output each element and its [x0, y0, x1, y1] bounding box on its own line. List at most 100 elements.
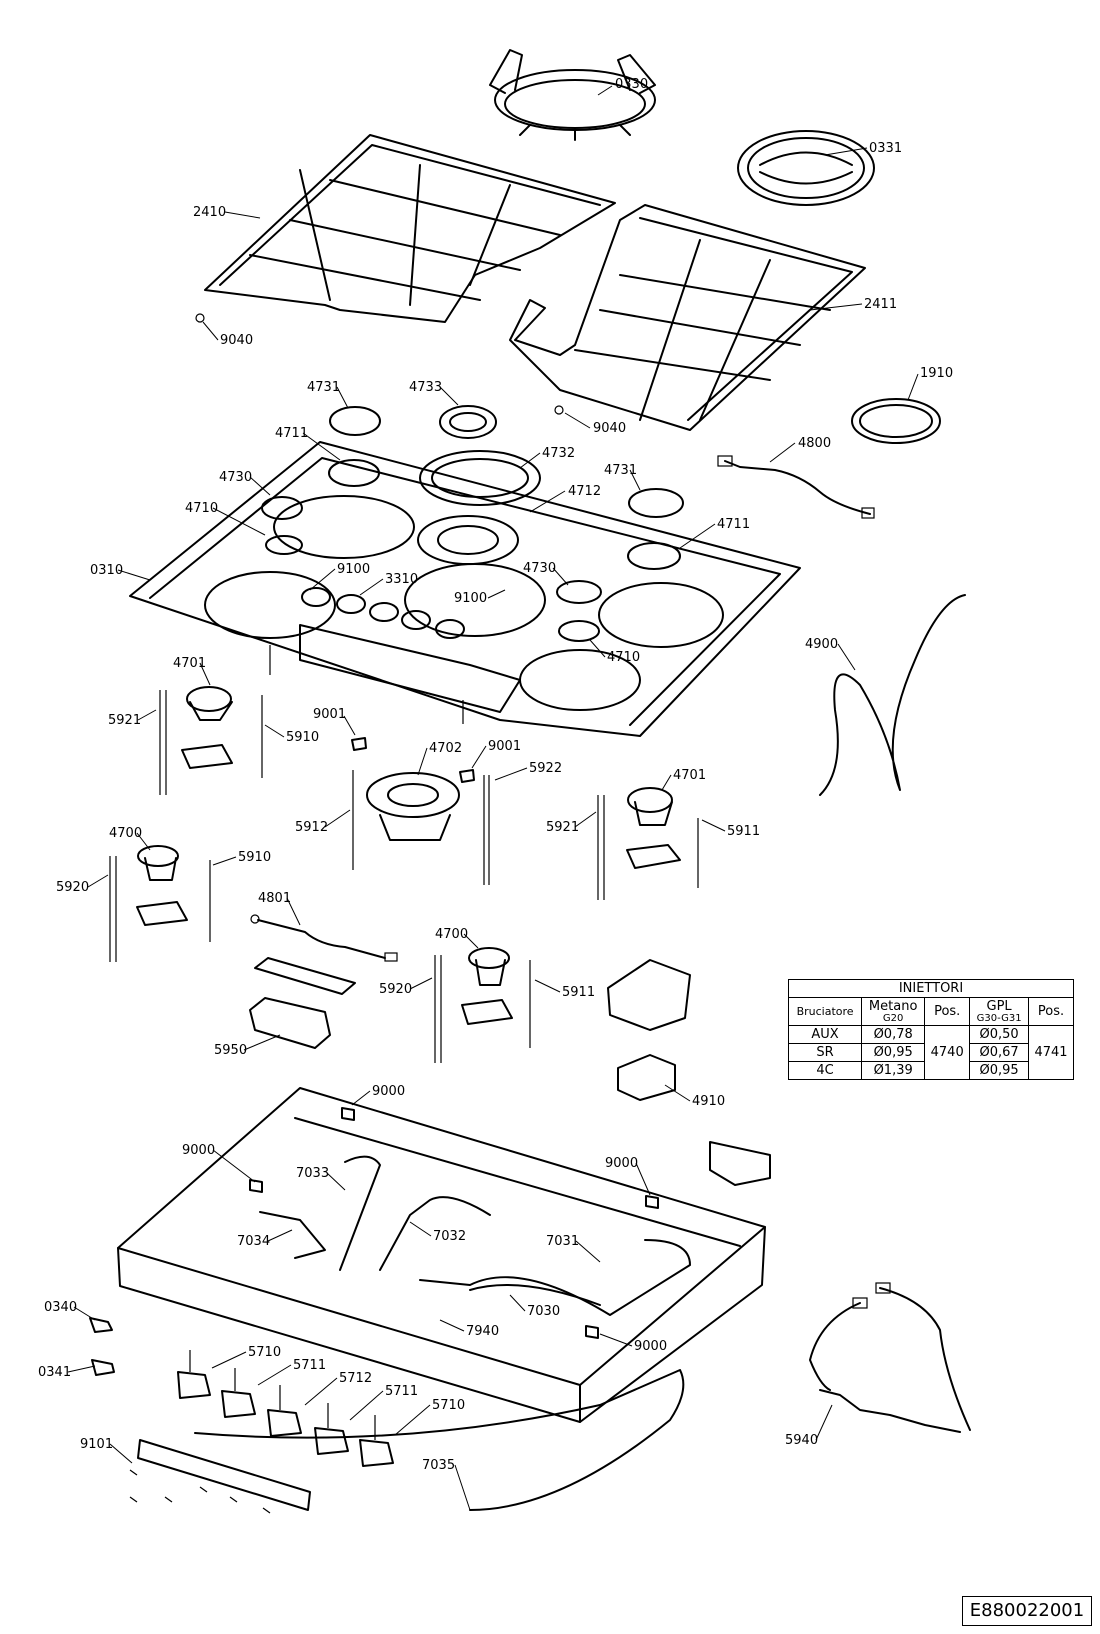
burner-caps	[261, 405, 684, 604]
label-5912: 5912	[295, 820, 328, 835]
label-4700-a: 4700	[109, 826, 142, 841]
part-labels: 0330 0331 2410 2411 9040 9040 4731 4733 …	[38, 77, 953, 1473]
rail-and-screws	[129, 1439, 311, 1514]
label-4732: 4732	[542, 446, 575, 461]
plate-and-ignition-5950	[249, 957, 356, 1049]
label-5921-b: 5921	[546, 820, 579, 835]
burner-bodies	[136, 686, 681, 1025]
col-metano-label: Metano	[868, 999, 918, 1014]
label-9100-a: 9100	[337, 562, 370, 577]
col-gpl-sub: G30-G31	[976, 1013, 1022, 1024]
col-gpl: GPL G30-G31	[969, 997, 1030, 1026]
cell-pos-metano: 4740	[924, 1025, 971, 1080]
label-4910: 4910	[692, 1094, 725, 1109]
cell-burner: 4C	[787, 1061, 863, 1080]
label-5710-a: 5710	[248, 1345, 281, 1360]
table-row: 4C Ø1,39 Ø0,95	[787, 1061, 1074, 1080]
grate-2410	[204, 134, 616, 323]
label-3310: 3310	[385, 572, 418, 587]
cell-burner: SR	[787, 1043, 863, 1062]
col-metano: Metano G20	[861, 997, 926, 1026]
label-4701-a: 4701	[173, 656, 206, 671]
label-4710-a: 4710	[185, 501, 218, 516]
knobs-3310	[301, 587, 465, 639]
cell-gpl: Ø0,95	[969, 1061, 1030, 1080]
ring-1910	[851, 398, 941, 444]
ring-support-0331	[737, 130, 875, 206]
label-5711-b: 5711	[385, 1384, 418, 1399]
label-4730-a: 4730	[219, 470, 252, 485]
misc-small-parts	[89, 313, 659, 1376]
label-9000-d: 9000	[634, 1339, 667, 1354]
label-5940: 5940	[785, 1433, 818, 1448]
gas-taps	[177, 1350, 394, 1467]
pan-support-0330	[489, 49, 656, 141]
label-9040-a: 9040	[220, 333, 253, 348]
bottom-tray	[117, 1087, 771, 1423]
label-4733: 4733	[409, 380, 442, 395]
label-7031: 7031	[546, 1234, 579, 1249]
label-5920-a: 5920	[56, 880, 89, 895]
cell-pos-gpl: 4741	[1028, 1025, 1074, 1080]
label-7030: 7030	[527, 1304, 560, 1319]
label-4731-a: 4731	[307, 380, 340, 395]
label-0310: 0310	[90, 563, 123, 578]
label-9000-a: 9000	[372, 1084, 405, 1099]
label-9100-b: 9100	[454, 591, 487, 606]
label-4702: 4702	[429, 741, 462, 756]
label-9000-c: 9000	[605, 1156, 638, 1171]
cell-burner: AUX	[787, 1025, 863, 1044]
label-9000-b: 9000	[182, 1143, 215, 1158]
label-4712: 4712	[568, 484, 601, 499]
label-4710-b: 4710	[607, 650, 640, 665]
cell-metano: Ø1,39	[861, 1061, 926, 1080]
label-7940: 7940	[466, 1324, 499, 1339]
cell-metano: Ø0,78	[861, 1025, 926, 1044]
label-5950: 5950	[214, 1043, 247, 1058]
label-4900: 4900	[805, 637, 838, 652]
label-9101: 9101	[80, 1437, 113, 1452]
label-0331: 0331	[869, 141, 902, 156]
injector-table: INIETTORI Bruciatore Metano G20 Pos. GPL…	[787, 979, 1074, 1080]
label-2410: 2410	[193, 205, 226, 220]
col-burner: Bruciatore	[787, 997, 863, 1026]
label-5910-a: 5910	[286, 730, 319, 745]
cell-gpl: Ø0,67	[969, 1043, 1030, 1062]
label-0341: 0341	[38, 1365, 71, 1380]
clips-9001	[351, 737, 475, 783]
ignition-box-4910	[607, 959, 691, 1101]
cell-gpl: Ø0,50	[969, 1025, 1030, 1044]
table-row: SR Ø0,95 Ø0,67	[787, 1043, 1074, 1062]
label-9001-b: 9001	[488, 739, 521, 754]
harness-5940	[809, 1282, 971, 1433]
label-4800: 4800	[798, 436, 831, 451]
label-1910: 1910	[920, 366, 953, 381]
hob-top-0310	[129, 441, 801, 737]
cell-metano: Ø0,95	[861, 1043, 926, 1062]
col-pos-1: Pos.	[924, 997, 971, 1026]
label-9040-b: 9040	[593, 421, 626, 436]
label-4711-a: 4711	[275, 426, 308, 441]
grate-2411	[509, 204, 866, 431]
label-5920-b: 5920	[379, 982, 412, 997]
label-5911-b: 5911	[562, 985, 595, 1000]
label-2411: 2411	[864, 297, 897, 312]
col-gpl-label: GPL	[986, 999, 1012, 1014]
col-pos-2: Pos.	[1028, 997, 1074, 1026]
label-7034: 7034	[237, 1234, 270, 1249]
label-4801: 4801	[258, 891, 291, 906]
leader-lines	[67, 85, 919, 1511]
label-7033: 7033	[296, 1166, 329, 1181]
label-5712: 5712	[339, 1371, 372, 1386]
document-code: E880022001	[962, 1596, 1092, 1626]
wire-4801	[250, 914, 398, 962]
label-5922: 5922	[529, 761, 562, 776]
label-4700-b: 4700	[435, 927, 468, 942]
label-0330: 0330	[615, 77, 648, 92]
thermocouples	[109, 690, 699, 1063]
label-5910-b: 5910	[238, 850, 271, 865]
label-5710-b: 5710	[432, 1398, 465, 1413]
label-0340: 0340	[44, 1300, 77, 1315]
label-4731-b: 4731	[604, 463, 637, 478]
